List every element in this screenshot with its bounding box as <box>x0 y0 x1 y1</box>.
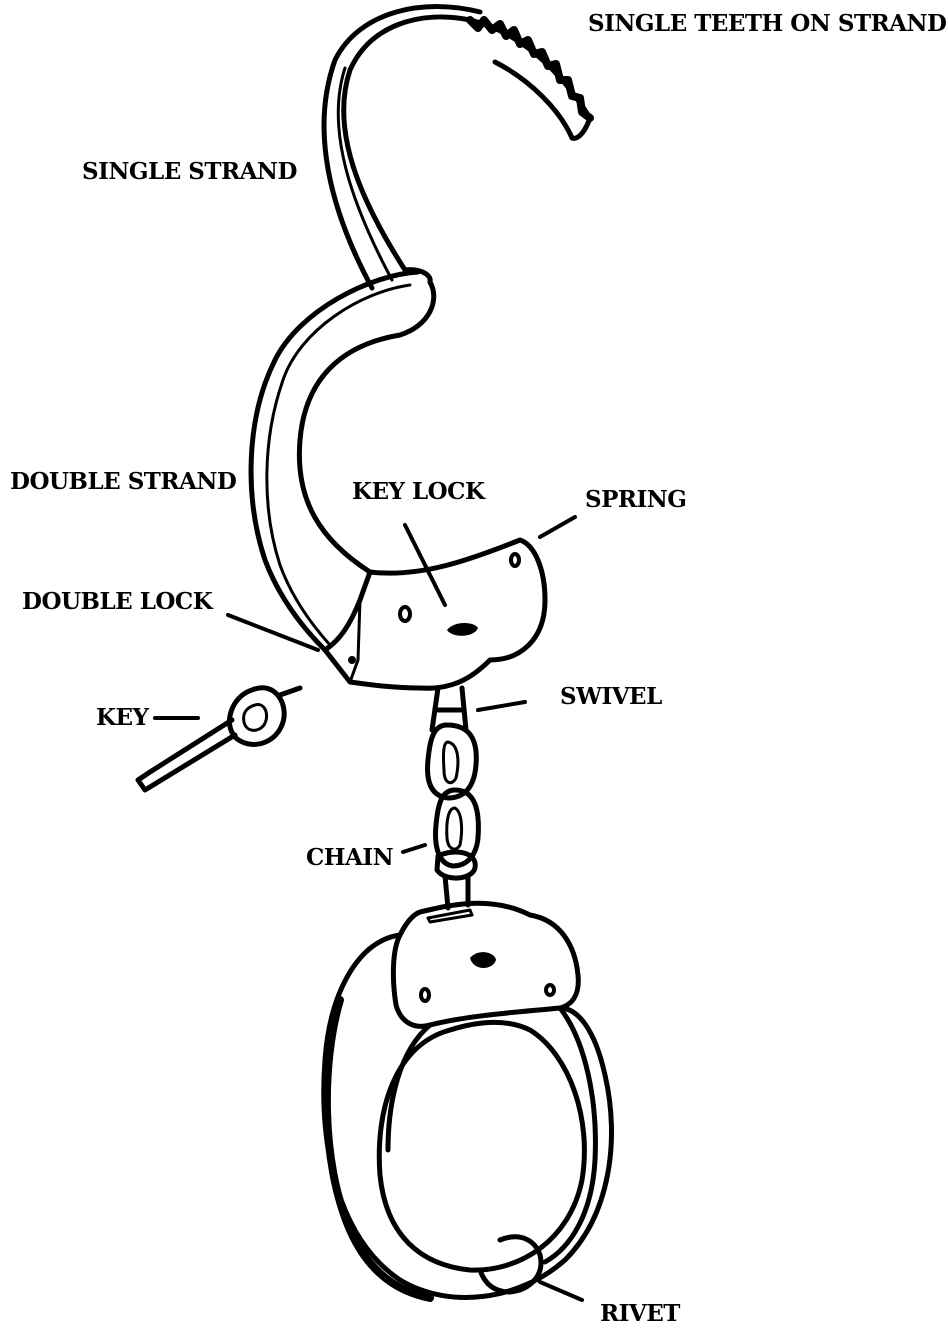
label-chain: CHAIN <box>306 846 393 869</box>
label-double-strand: DOUBLE STRAND <box>10 470 236 493</box>
label-swivel: SWIVEL <box>560 685 662 708</box>
label-single-teeth-on-strand: SINGLE TEETH ON STRAND <box>588 12 947 35</box>
label-key: KEY <box>96 706 148 729</box>
key-icon <box>138 688 300 790</box>
chain-leader <box>403 845 425 852</box>
double-strand <box>251 270 434 650</box>
swivel-leader <box>478 702 525 710</box>
label-rivet: RIVET <box>600 1302 680 1325</box>
label-single-strand: SINGLE STRAND <box>82 160 297 183</box>
label-double-lock: DOUBLE LOCK <box>22 590 212 613</box>
label-key-lock: KEY LOCK <box>352 480 484 503</box>
chain <box>428 725 479 908</box>
lower-cuff-ring <box>324 935 612 1298</box>
lower-lock-body <box>393 903 578 1026</box>
single-teeth-on-strand <box>470 20 590 118</box>
spring-leader <box>540 517 575 537</box>
rivet-leader <box>540 1282 582 1300</box>
label-spring: SPRING <box>585 488 686 511</box>
double-lock-leader <box>228 615 318 650</box>
single-strand <box>324 7 590 288</box>
